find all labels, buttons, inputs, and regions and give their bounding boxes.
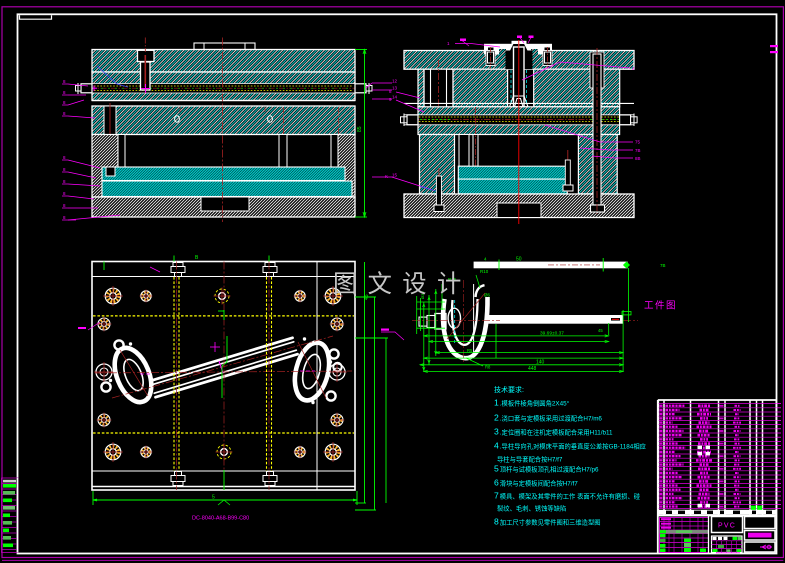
svg-text:1.模板件棱角倒圆角2X45°: 1.模板件棱角倒圆角2X45° [494, 398, 570, 408]
svg-text:8: 8 [389, 89, 392, 94]
svg-text:8B: 8B [635, 156, 641, 161]
svg-text:8: 8 [63, 167, 66, 172]
svg-text:45: 45 [364, 294, 370, 300]
svg-text:4: 4 [484, 257, 487, 262]
svg-text:5顶杆与试模板顶孔相过渡配合H7/p6: 5顶杆与试模板顶孔相过渡配合H7/p6 [494, 464, 599, 474]
svg-text:13: 13 [392, 86, 398, 91]
svg-text:R15: R15 [448, 277, 457, 282]
svg-text:39.69±0.37: 39.69±0.37 [540, 331, 564, 337]
svg-text:7B: 7B [660, 263, 666, 268]
svg-text:Ø6: Ø6 [484, 293, 491, 298]
svg-text:3.定位圈和在注机定模板配合采用H11/b11: 3.定位圈和在注机定模板配合采用H11/b11 [494, 427, 613, 437]
svg-text:7B: 7B [635, 148, 641, 153]
svg-text:8: 8 [63, 90, 66, 95]
svg-text:技术要求:: 技术要求: [494, 385, 524, 394]
svg-text:B: B [195, 255, 199, 261]
svg-text:8: 8 [63, 155, 66, 160]
svg-text:12: 12 [392, 79, 398, 84]
svg-text:5: 5 [212, 495, 215, 501]
svg-text:8: 8 [63, 203, 66, 208]
svg-text:14: 14 [392, 95, 398, 100]
svg-text:导柱与导套配合按H7/f7: 导柱与导套配合按H7/f7 [497, 455, 563, 464]
svg-text:2: 2 [632, 66, 635, 71]
svg-text:Ø30: Ø30 [420, 291, 425, 299]
svg-text:1: 1 [447, 41, 450, 46]
svg-text:8: 8 [63, 191, 66, 196]
svg-text:2.浇口套与定模板采用过渡配合H7/m6: 2.浇口套与定模板采用过渡配合H7/m6 [494, 413, 602, 423]
svg-text:448: 448 [528, 366, 537, 372]
svg-text:45: 45 [598, 328, 603, 333]
svg-text:工件图: 工件图 [644, 300, 677, 312]
svg-text:K: K [385, 174, 388, 179]
svg-text:4.导柱导向孔对模床平面的垂直度公差按GB-1184相应: 4.导柱导向孔对模床平面的垂直度公差按GB-1184相应 [494, 441, 647, 451]
svg-text:7模具、模架及其零件的工作 表面不允许有磨损、碰: 7模具、模架及其零件的工作 表面不允许有磨损、碰 [494, 491, 641, 501]
svg-text:DC-8040-A68-B99-C80: DC-8040-A68-B99-C80 [192, 516, 249, 522]
svg-text:R10: R10 [480, 269, 489, 274]
svg-text:50: 50 [516, 257, 522, 263]
svg-text:R8: R8 [485, 365, 491, 370]
svg-text:75: 75 [635, 140, 641, 145]
svg-text:85: 85 [357, 126, 363, 132]
svg-text:9: 9 [389, 97, 392, 102]
svg-text:R5: R5 [467, 348, 473, 353]
svg-text:图 文 设 计: 图 文 设 计 [333, 271, 463, 298]
svg-text:8: 8 [63, 111, 66, 116]
svg-text:8: 8 [63, 179, 66, 184]
svg-text:6滑块与定模板间配合按H7/f7: 6滑块与定模板间配合按H7/f7 [494, 478, 578, 488]
svg-text:裂纹、毛刺、锈蚀等缺陷: 裂纹、毛刺、锈蚀等缺陷 [497, 504, 566, 513]
svg-text:140: 140 [536, 360, 545, 366]
svg-text:15: 15 [392, 173, 398, 178]
svg-text:PVC: PVC [718, 523, 736, 530]
svg-text:8加工尺寸参数见零件图和三维造型图: 8加工尺寸参数见零件图和三维造型图 [494, 517, 601, 527]
svg-text:8: 8 [63, 215, 66, 220]
svg-text:8: 8 [63, 79, 66, 84]
svg-text:8: 8 [63, 100, 66, 105]
